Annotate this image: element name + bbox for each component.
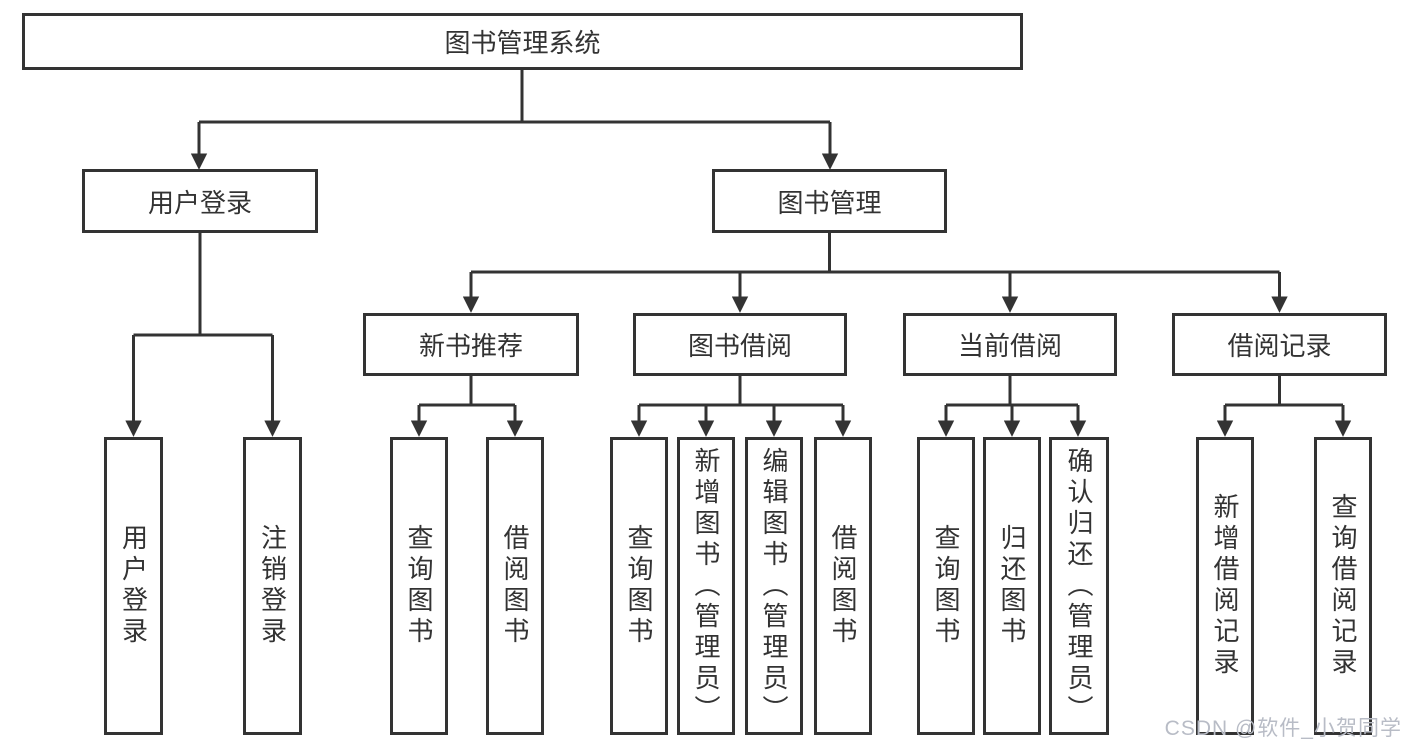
csdn-watermark: CSDN @软件_小贺同学	[1164, 717, 1402, 740]
connector-root	[190, 70, 839, 170]
leaf-logout: 注销登录	[243, 437, 302, 735]
leaf-borrow-books-label: 借阅图书	[828, 524, 858, 648]
leaf-add-books-admin-label: 新增图书（管理员）	[691, 446, 721, 726]
node-book-management-label: 图书管理	[777, 187, 882, 218]
leaf-query-books-borrow-label: 查询图书	[624, 524, 654, 648]
leaf-return-books-label: 归还图书	[997, 524, 1027, 648]
node-user-login: 用户登录	[82, 169, 318, 233]
node-new-book-recommend: 新书推荐	[363, 313, 579, 376]
connector-book-borrow	[630, 376, 852, 437]
leaf-query-books-current: 查询图书	[917, 437, 975, 735]
node-book-borrow: 图书借阅	[633, 313, 847, 376]
leaf-add-borrow-record: 新增借阅记录	[1196, 437, 1254, 735]
node-user-login-label: 用户登录	[147, 187, 252, 218]
node-current-borrow-label: 当前借阅	[957, 331, 1062, 361]
leaf-confirm-return-admin-label: 确认归还（管理员）	[1064, 446, 1094, 726]
node-borrow-records-label: 借阅记录	[1227, 331, 1332, 361]
node-borrow-records: 借阅记录	[1172, 313, 1387, 376]
node-root-system-label: 图书管理系统	[444, 28, 601, 58]
leaf-borrow-books-recommend: 借阅图书	[486, 437, 544, 735]
leaf-query-books-recommend-label: 查询图书	[404, 524, 434, 648]
connector-borrow-records	[1216, 376, 1352, 437]
leaf-query-borrow-record: 查询借阅记录	[1314, 437, 1372, 735]
node-current-borrow: 当前借阅	[903, 313, 1117, 376]
leaf-user-login-label: 用户登录	[118, 524, 149, 648]
leaf-add-borrow-record-label: 新增借阅记录	[1210, 493, 1240, 679]
leaf-query-borrow-record-label: 查询借阅记录	[1328, 493, 1358, 679]
leaf-confirm-return-admin: 确认归还（管理员）	[1049, 437, 1109, 735]
leaf-borrow-books: 借阅图书	[814, 437, 872, 735]
node-root-system: 图书管理系统	[22, 13, 1023, 70]
leaf-logout-label: 注销登录	[257, 524, 288, 648]
connector-user-login	[125, 233, 281, 437]
leaf-edit-books-admin-label: 编辑图书（管理员）	[759, 446, 789, 726]
node-book-management: 图书管理	[712, 169, 947, 233]
leaf-user-login: 用户登录	[104, 437, 163, 735]
leaf-query-books-current-label: 查询图书	[931, 524, 961, 648]
leaf-return-books: 归还图书	[983, 437, 1041, 735]
leaf-query-books-recommend: 查询图书	[390, 437, 448, 735]
leaf-edit-books-admin: 编辑图书（管理员）	[745, 437, 803, 735]
node-book-borrow-label: 图书借阅	[687, 331, 792, 361]
connector-new-book-recommend	[410, 376, 524, 437]
node-new-book-recommend-label: 新书推荐	[418, 331, 523, 361]
leaf-query-books-borrow: 查询图书	[610, 437, 668, 735]
leaf-borrow-books-recommend-label: 借阅图书	[500, 524, 530, 648]
leaf-add-books-admin: 新增图书（管理员）	[677, 437, 735, 735]
connector-current-borrow	[937, 376, 1087, 437]
connector-book-management	[462, 233, 1288, 313]
